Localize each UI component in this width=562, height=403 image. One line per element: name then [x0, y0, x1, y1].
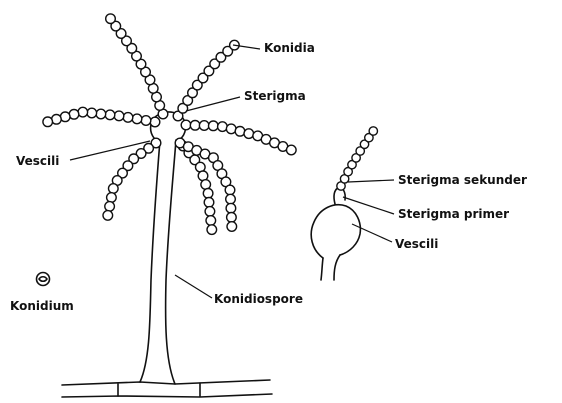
detail-figure	[311, 188, 360, 280]
detail-conidium-bead	[369, 127, 377, 135]
conidium-bead	[199, 121, 209, 131]
leader-sterigma	[186, 97, 240, 111]
labels: Konidia Sterigma Vescili Konidium Konidi…	[10, 41, 527, 313]
label-sterigma: Sterigma	[244, 89, 306, 103]
label-sterigma-primer: Sterigma primer	[398, 207, 509, 221]
conidium-bead	[206, 216, 216, 226]
conidium-bead	[201, 180, 211, 190]
leader-sterigma-sekunder	[348, 180, 394, 182]
leader-konidiospore	[175, 275, 212, 298]
conidium-bead	[60, 112, 70, 122]
conidium-bead	[106, 14, 116, 24]
conidium-bead	[181, 120, 191, 130]
conidium-bead	[226, 124, 236, 134]
konidium-spore	[37, 273, 50, 286]
conidium-bead	[287, 145, 297, 155]
conidium-bead	[207, 225, 217, 235]
conidium-bead	[78, 107, 88, 117]
conidium-bead	[87, 108, 97, 118]
conidium-bead	[141, 116, 151, 126]
leader-sterigma-primer	[343, 197, 394, 214]
conidium-bead	[235, 127, 245, 137]
conidium-bead	[205, 207, 215, 217]
label-konidiospore: Konidiospore	[214, 292, 303, 306]
label-konidia: Konidia	[264, 41, 315, 55]
conidium-bead	[209, 121, 219, 131]
conidium-bead	[96, 109, 106, 119]
label-sterigma-sekunder: Sterigma sekunder	[398, 173, 527, 187]
conidium-bead	[218, 122, 228, 132]
conidium-bead	[123, 113, 133, 123]
label-vescili-right: Vescili	[395, 237, 438, 251]
conidium-bead	[227, 222, 237, 232]
label-vescili-left: Vescili	[16, 154, 59, 168]
conidium-bead	[225, 185, 235, 195]
conidium-bead	[244, 129, 254, 139]
conidium-bead	[105, 202, 115, 212]
conidia-chains	[43, 14, 296, 235]
conidium-bead	[190, 121, 200, 131]
conidium-bead	[203, 189, 213, 199]
basal-hyphae	[62, 380, 272, 397]
conidium-bead	[103, 211, 113, 221]
conidium-bead	[69, 110, 79, 120]
conidium-bead	[114, 111, 124, 121]
konidiospore-stalk	[140, 140, 176, 384]
conidium-bead	[43, 117, 53, 127]
conidium-bead	[204, 198, 214, 208]
conidium-bead	[226, 194, 236, 204]
conidium-bead	[105, 110, 115, 120]
conidium-bead	[107, 193, 117, 203]
conidium-bead	[150, 117, 160, 127]
conidium-bead	[109, 184, 119, 194]
conidium-bead	[227, 213, 237, 223]
conidium-bead	[226, 203, 236, 213]
label-konidium: Konidium	[10, 299, 74, 313]
conidium-bead	[132, 114, 142, 124]
